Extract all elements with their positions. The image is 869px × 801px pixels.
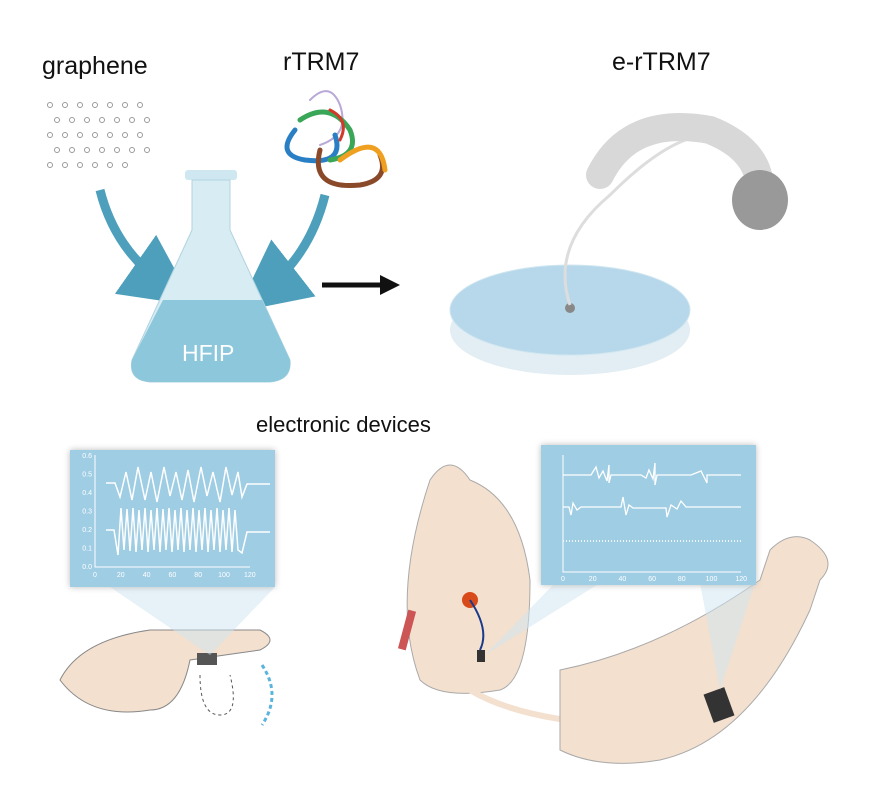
y-tick-label: 0.3	[82, 509, 92, 516]
arrow-right-curve	[236, 193, 330, 313]
y-tick-label: 0.0	[82, 564, 92, 571]
protein-coil	[284, 90, 388, 189]
x-tick-label: 100	[218, 572, 230, 579]
graphene-dots	[47, 102, 150, 168]
x-tick-label: 40	[619, 576, 627, 583]
flask	[130, 170, 291, 383]
ertrm7-label: e-rTRM7	[612, 48, 711, 76]
arm	[559, 536, 829, 764]
x-tick-label: 60	[648, 576, 656, 583]
x-tick-label: 80	[194, 572, 202, 579]
graphene-label: graphene	[42, 52, 148, 80]
rtrm7-label: rTRM7	[283, 48, 360, 76]
y-tick-label: 0.1	[82, 546, 92, 553]
y-tick-label: 0.2	[82, 527, 92, 534]
x-tick-label: 120	[735, 576, 747, 583]
y-tick-label: 0.5	[82, 472, 92, 479]
y-tick-label: 0.4	[82, 490, 92, 497]
arrow-left-curve	[95, 188, 195, 306]
rat	[397, 464, 621, 728]
x-tick-label: 0	[561, 576, 565, 583]
x-tick-label: 20	[117, 572, 125, 579]
x-tick-label: 40	[143, 572, 151, 579]
x-tick-label: 60	[169, 572, 177, 579]
x-tick-label: 120	[244, 572, 256, 579]
hfip-label: HFIP	[182, 340, 235, 366]
x-tick-label: 0	[93, 572, 97, 579]
electronic-devices-label: electronic devices	[256, 412, 431, 437]
strain-signal-panel: 0.0 0.1 0.2 0.3 0.4 0.5 0.6 0 20 40 60 80 100 120	[70, 450, 275, 587]
x-tick-label: 80	[678, 576, 686, 583]
finger	[59, 587, 275, 726]
x-tick-label: 100	[706, 576, 718, 583]
emg-signal-panel: 0 20 40 60 80 100 120	[541, 445, 756, 585]
spinning-dish	[449, 113, 788, 375]
x-tick-label: 20	[589, 576, 597, 583]
y-tick-label: 0.6	[82, 453, 92, 460]
